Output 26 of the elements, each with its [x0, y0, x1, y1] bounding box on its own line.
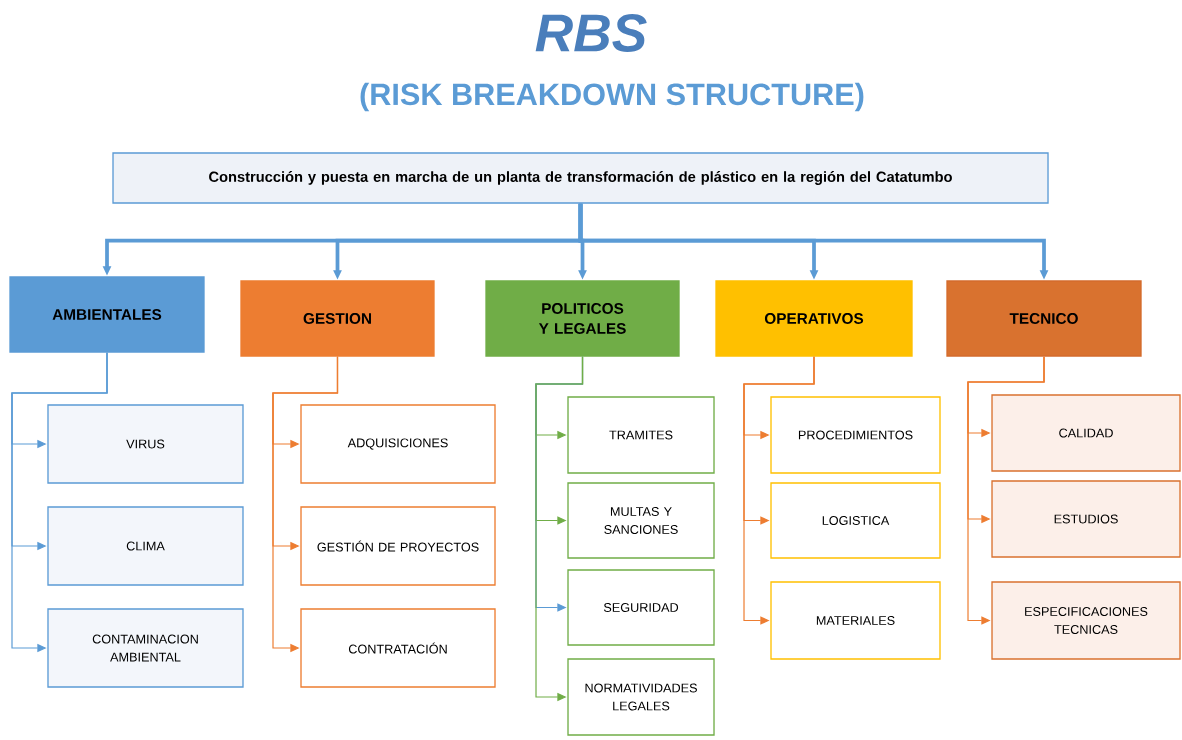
- risk-box: CONTAMINACION AMBIENTAL: [47, 608, 244, 688]
- risk-box: CLIMA: [47, 506, 244, 586]
- risk-box: TRAMITES: [567, 396, 715, 474]
- category-box: OPERATIVOS: [715, 280, 913, 357]
- category-box: TECNICO: [946, 280, 1142, 357]
- risk-box: CALIDAD: [991, 394, 1181, 472]
- risk-box: VIRUS: [47, 404, 244, 484]
- risk-box: ESPECIFICACIONES TECNICAS: [991, 581, 1181, 660]
- risk-box: ADQUISICIONES: [300, 404, 496, 484]
- category-box: GESTION: [240, 280, 435, 357]
- title: RBS: [535, 14, 647, 52]
- risk-box: GESTIÓN DE PROYECTOS: [300, 506, 496, 586]
- risk-box: ESTUDIOS: [991, 480, 1181, 558]
- risk-box: NORMATIVIDADES LEGALES: [567, 658, 715, 736]
- goal-box: Construcción y puesta en marcha de un planta de transformación de plástico en la región del Catatumbo: [112, 152, 1049, 204]
- risk-box: CONTRATACIÓN: [300, 608, 496, 688]
- subtitle: (RISK BREAKDOWN STRUCTURE): [360, 82, 864, 112]
- category-box: POLITICOS Y LEGALES: [485, 280, 680, 357]
- category-box: AMBIENTALES: [9, 276, 205, 353]
- risk-box: SEGURIDAD: [567, 569, 715, 646]
- risk-box: MULTAS Y SANCIONES: [567, 482, 715, 559]
- risk-box: MATERIALES: [770, 581, 941, 660]
- arrow: [967, 356, 1045, 625]
- risk-box: LOGISTICA: [770, 482, 941, 559]
- arrow: [743, 356, 815, 625]
- risk-box: PROCEDIMIENTOS: [770, 396, 941, 474]
